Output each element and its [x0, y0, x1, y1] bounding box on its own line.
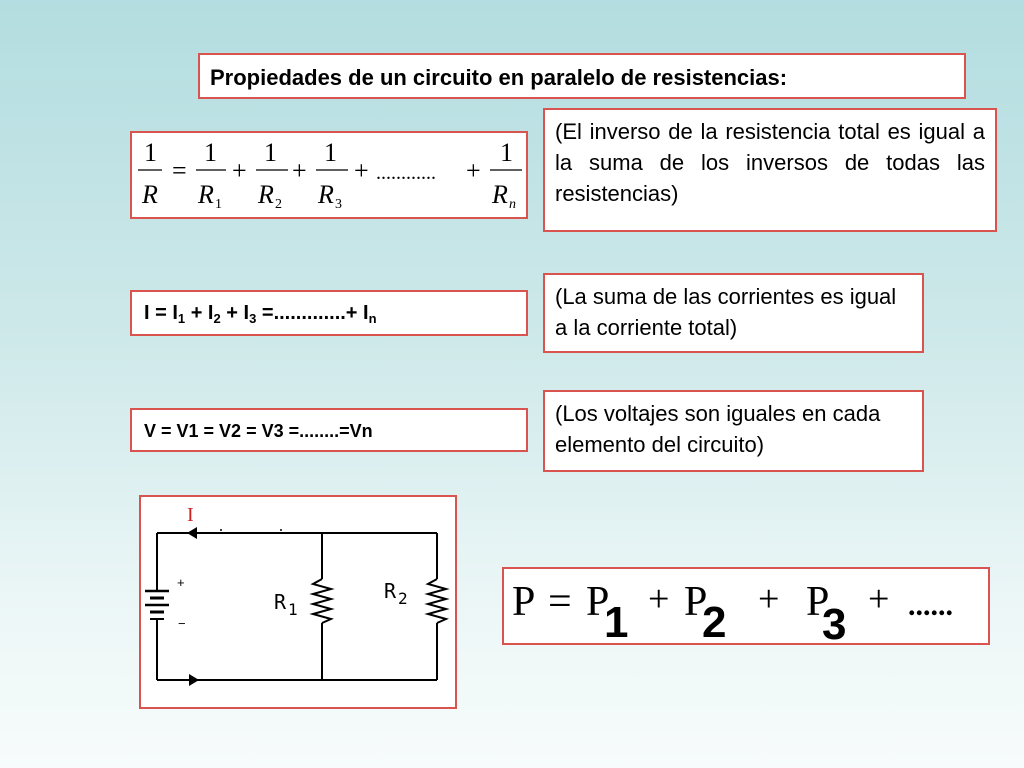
page-title: Propiedades de un circuito en paralelo d… — [210, 65, 788, 90]
denominator-r1: R — [197, 180, 214, 209]
power-plus-3: + — [868, 578, 889, 620]
numerator-r3: 1 — [324, 138, 337, 167]
power-p2: P — [684, 579, 707, 625]
denominator-r3: R — [317, 180, 334, 209]
plus-2: + — [292, 156, 307, 185]
denominator-r1-sub: 1 — [215, 197, 222, 212]
current-formula: I = I1 + I2 + I3 =.............+ In — [144, 302, 377, 326]
plus-4: + — [466, 156, 481, 185]
numerator-rn: 1 — [500, 138, 513, 167]
note-inverse: (El inverso de la resistencia total es i… — [543, 108, 997, 232]
ellipsis: ............ — [376, 162, 436, 184]
voltage-formula-box: V = V1 = V2 = V3 =........=Vn — [130, 408, 528, 452]
note-voltages: (Los voltajes son iguales en cada elemen… — [543, 390, 924, 472]
current-sub-1: 1 — [177, 311, 186, 326]
r1-zigzag — [309, 578, 335, 624]
current-sub-3: 3 — [249, 311, 257, 326]
plus-1: + — [232, 156, 247, 185]
power-p1: P — [586, 579, 609, 625]
denominator-r3-sub: 3 — [335, 197, 342, 212]
denominator-r2-sub: 2 — [275, 197, 282, 212]
power-equals: = — [548, 579, 572, 625]
denominator-total: R — [141, 180, 158, 209]
power-plus-2: + — [758, 578, 779, 620]
power-plus-1: + — [648, 578, 669, 620]
power-sub-1: 1 — [604, 598, 628, 643]
voltage-formula: V = V1 = V2 = V3 =........=Vn — [144, 421, 373, 441]
current-formula-part: I = I — [144, 302, 178, 324]
denominator-r2: R — [257, 180, 274, 209]
power-formula: P = P 1 + P 2 + P 3 + ...... — [512, 578, 953, 643]
battery-minus-sign: − — [178, 616, 186, 631]
r2-label-sub: 2 — [398, 589, 408, 608]
current-formula-part: =.............+ I — [256, 302, 369, 324]
numerator-r2: 1 — [264, 138, 277, 167]
current-formula-box: I = I1 + I2 + I3 =.............+ In — [130, 290, 528, 336]
plus-3: + — [354, 156, 369, 185]
r1-label-sub: 1 — [288, 600, 298, 619]
power-total: P — [512, 579, 535, 625]
power-sub-2: 2 — [702, 598, 726, 643]
circuit-diagram-box: I + − R 1 R 2 — [139, 495, 457, 709]
resistance-formula-box: 1 R = 1 R 1 + 1 R 2 + 1 R 3 + ..........… — [130, 131, 528, 219]
equals-sign: = — [172, 156, 187, 185]
current-sub-n: n — [368, 311, 377, 326]
current-formula-part: + I — [220, 302, 250, 324]
r2-label: R — [384, 579, 397, 603]
arrow-left-icon — [187, 527, 197, 539]
note-currents: (La suma de las corrientes es igual a la… — [543, 273, 924, 353]
power-formula-box: P = P 1 + P 2 + P 3 + ...... — [502, 567, 990, 645]
power-p3: P — [806, 579, 829, 625]
current-label: I — [187, 504, 194, 526]
r2-zigzag — [424, 578, 450, 624]
power-sub-3: 3 — [822, 600, 846, 643]
denominator-rn: R — [491, 180, 508, 209]
power-dots: ...... — [908, 589, 953, 622]
current-formula-part: + I — [185, 302, 214, 324]
arrow-right-icon — [189, 674, 199, 686]
current-sub-2: 2 — [213, 311, 221, 326]
numerator-r1: 1 — [204, 138, 217, 167]
resistance-formula: 1 R = 1 R 1 + 1 R 2 + 1 R 3 + ..........… — [138, 138, 522, 212]
numerator-total: 1 — [144, 138, 157, 167]
denominator-rn-sub: n — [509, 197, 516, 212]
battery-plus-sign: + — [177, 575, 185, 590]
parallel-circuit-diagram: I + − R 1 R 2 — [145, 504, 450, 686]
title-box: Propiedades de un circuito en paralelo d… — [198, 53, 966, 99]
r1-label: R — [274, 590, 287, 614]
